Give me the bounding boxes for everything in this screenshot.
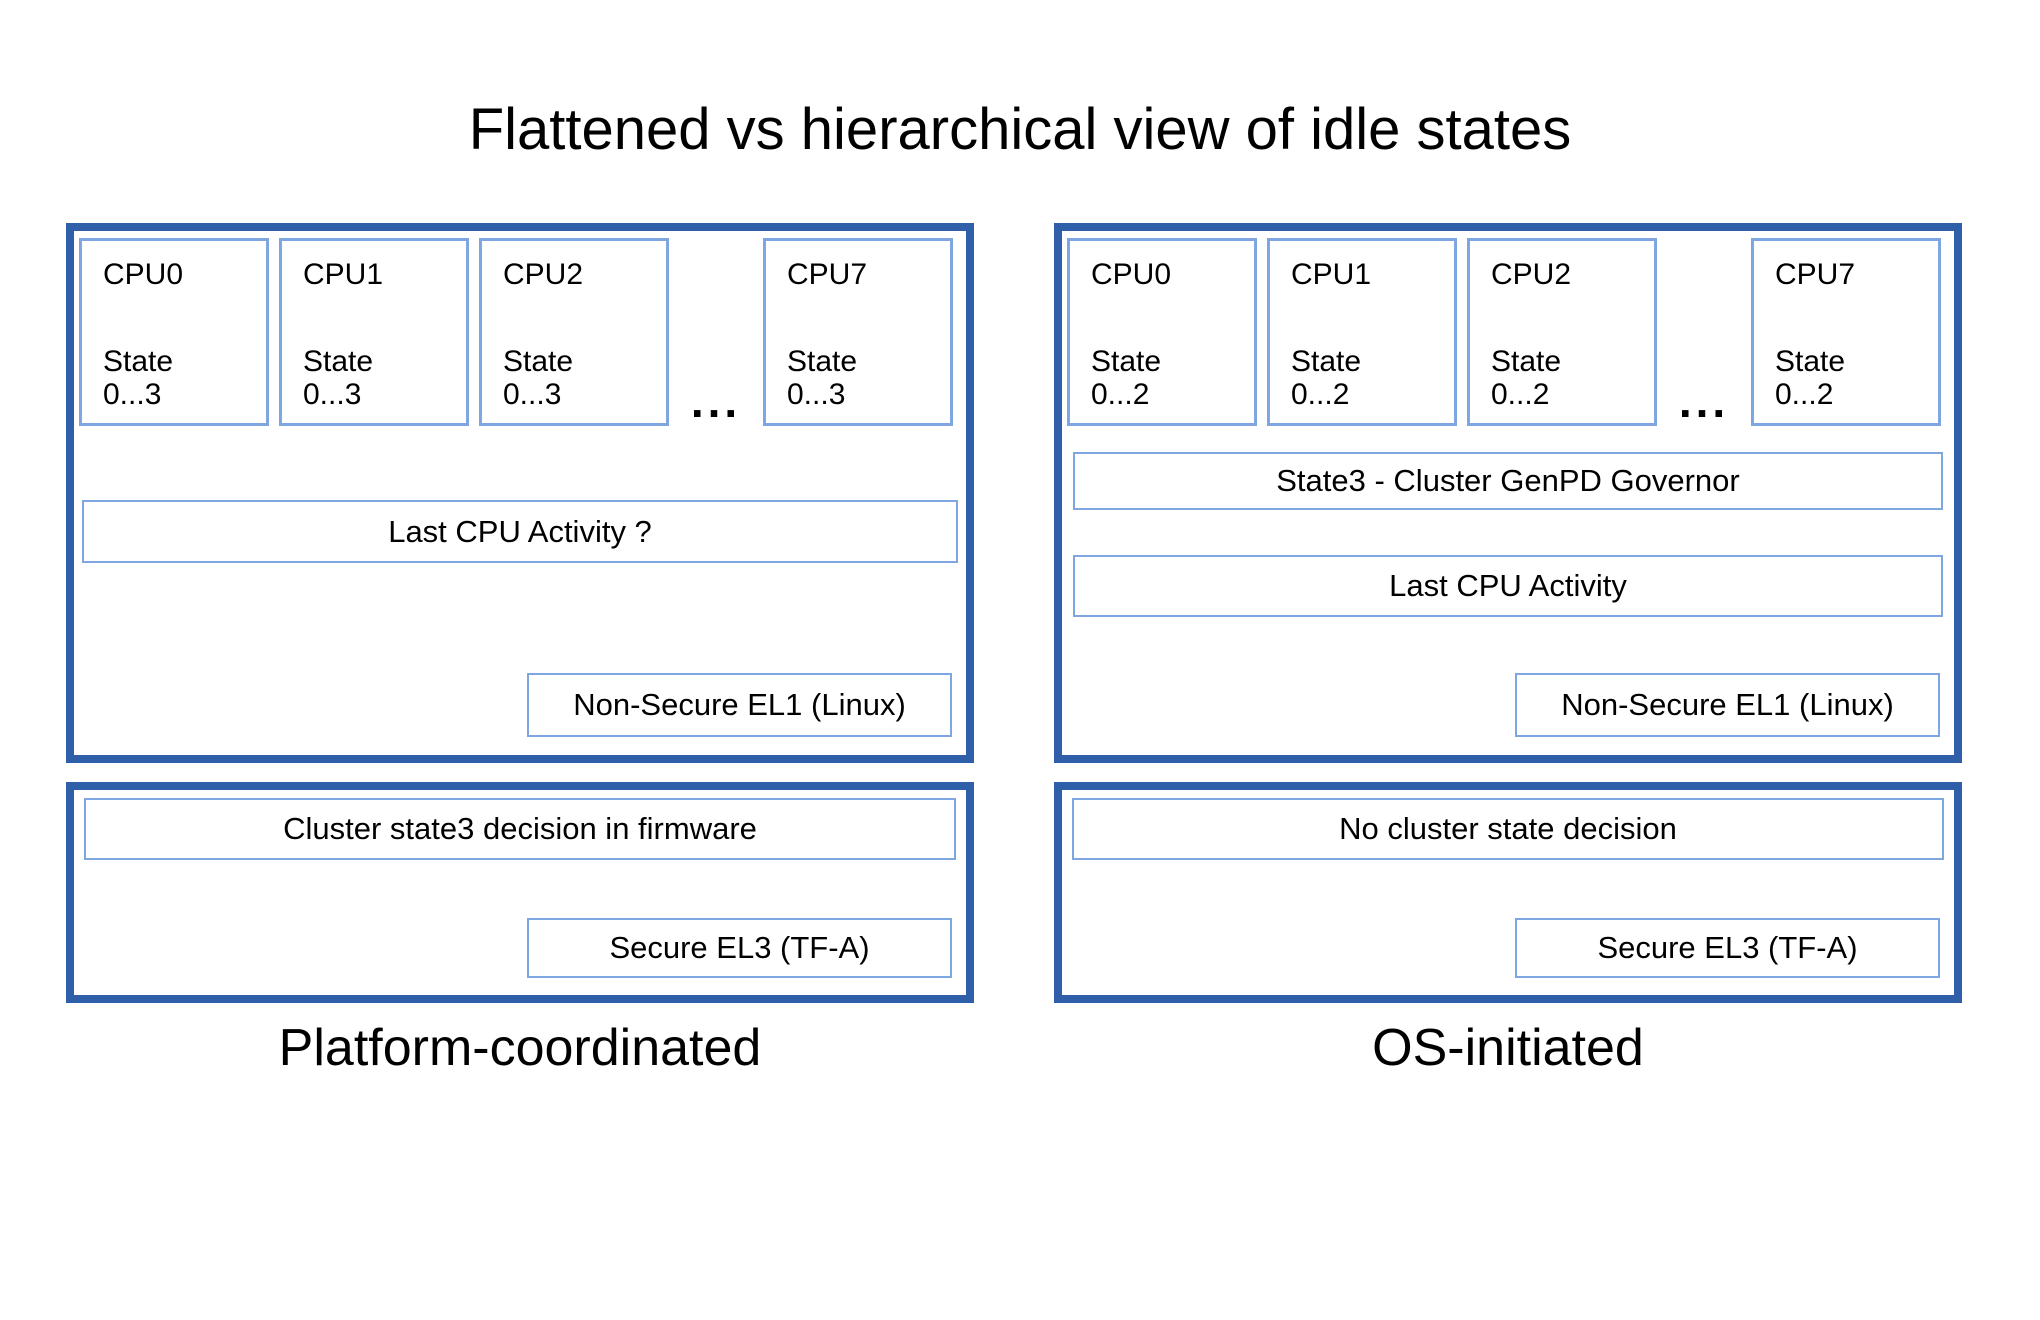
cpu-name: CPU7 (1775, 258, 1856, 291)
cpu-box-cpu0: CPU0 State 0...3 (79, 238, 269, 426)
cpu-state-label: State (503, 345, 574, 379)
cpu-state-label: State (1291, 345, 1362, 379)
cpu-box-cpu1: CPU1 State 0...3 (279, 238, 469, 426)
cpu-state-range: 0...3 (303, 377, 362, 411)
cpu-state: State 0...2 (1091, 345, 1248, 411)
cpu-state-label: State (1091, 345, 1162, 379)
cpu-state: State 0...3 (787, 345, 944, 411)
cpu-state: State 0...3 (503, 345, 660, 411)
cpu-name: CPU2 (1491, 258, 1572, 291)
cpu-name: CPU1 (1291, 258, 1372, 291)
last-cpu-activity-box: Last CPU Activity (1073, 555, 1943, 617)
right-secure-el3-panel: No cluster state decision Secure EL3 (TF… (1054, 782, 1962, 1003)
cpu-box-cpu2: CPU2 State 0...3 (479, 238, 669, 426)
cluster-decision-box: No cluster state decision (1072, 798, 1944, 860)
cpu-box-cpu1: CPU1 State 0...2 (1267, 238, 1457, 426)
cpu-box-cpu7: CPU7 State 0...3 (763, 238, 953, 426)
cpu-state-range: 0...3 (787, 377, 846, 411)
cpu-state-label: State (103, 345, 174, 379)
cpu-state-range: 0...2 (1775, 377, 1834, 411)
cpu-row: CPU0 State 0...3 CPU1 State 0...3 CPU2 S… (79, 238, 953, 426)
nonsecure-el1-linux-box: Non-Secure EL1 (Linux) (1515, 673, 1940, 737)
cpu-state: State 0...3 (303, 345, 460, 411)
cpu-name: CPU0 (1091, 258, 1172, 291)
os-initiated-label: OS-initiated (1372, 1019, 1644, 1077)
cpu-row: CPU0 State 0...2 CPU1 State 0...2 CPU2 S… (1067, 238, 1941, 426)
left-secure-el3-panel: Cluster state3 decision in firmware Secu… (66, 782, 974, 1003)
left-nonsecure-el1-panel: CPU0 State 0...3 CPU1 State 0...3 CPU2 S… (66, 223, 974, 763)
cpu-state-range: 0...2 (1291, 377, 1350, 411)
ellipsis-cpus: ... (690, 374, 742, 427)
cpu-box-cpu7: CPU7 State 0...2 (1751, 238, 1941, 426)
cpu-state-label: State (1775, 345, 1846, 379)
cpu-box-cpu2: CPU2 State 0...2 (1467, 238, 1657, 426)
ellipsis-cpus: ... (1678, 374, 1730, 427)
cpu-name: CPU2 (503, 258, 584, 291)
cpu-state: State 0...3 (103, 345, 260, 411)
cpu-state: State 0...2 (1491, 345, 1648, 411)
cpu-state: State 0...2 (1775, 345, 1932, 411)
cluster-decision-box: Cluster state3 decision in firmware (84, 798, 956, 860)
page-title: Flattened vs hierarchical view of idle s… (468, 97, 1572, 162)
cpu-state-range: 0...2 (1091, 377, 1150, 411)
cpu-box-cpu0: CPU0 State 0...2 (1067, 238, 1257, 426)
state3-genpd-governor-box: State3 - Cluster GenPD Governor (1073, 452, 1943, 510)
right-nonsecure-el1-panel: CPU0 State 0...2 CPU1 State 0...2 CPU2 S… (1054, 223, 1962, 763)
secure-el3-tfa-box: Secure EL3 (TF-A) (527, 918, 952, 978)
cpu-state-label: State (787, 345, 858, 379)
cpu-state-label: State (1491, 345, 1562, 379)
cpu-name: CPU7 (787, 258, 868, 291)
cpu-state-range: 0...3 (503, 377, 562, 411)
cpu-name: CPU1 (303, 258, 384, 291)
last-cpu-activity-box: Last CPU Activity ? (82, 500, 958, 563)
nonsecure-el1-linux-box: Non-Secure EL1 (Linux) (527, 673, 952, 737)
cpu-name: CPU0 (103, 258, 184, 291)
cpu-state: State 0...2 (1291, 345, 1448, 411)
secure-el3-tfa-box: Secure EL3 (TF-A) (1515, 918, 1940, 978)
cpu-state-range: 0...2 (1491, 377, 1550, 411)
cpu-state-range: 0...3 (103, 377, 162, 411)
cpu-state-label: State (303, 345, 374, 379)
platform-coordinated-label: Platform-coordinated (278, 1019, 762, 1077)
